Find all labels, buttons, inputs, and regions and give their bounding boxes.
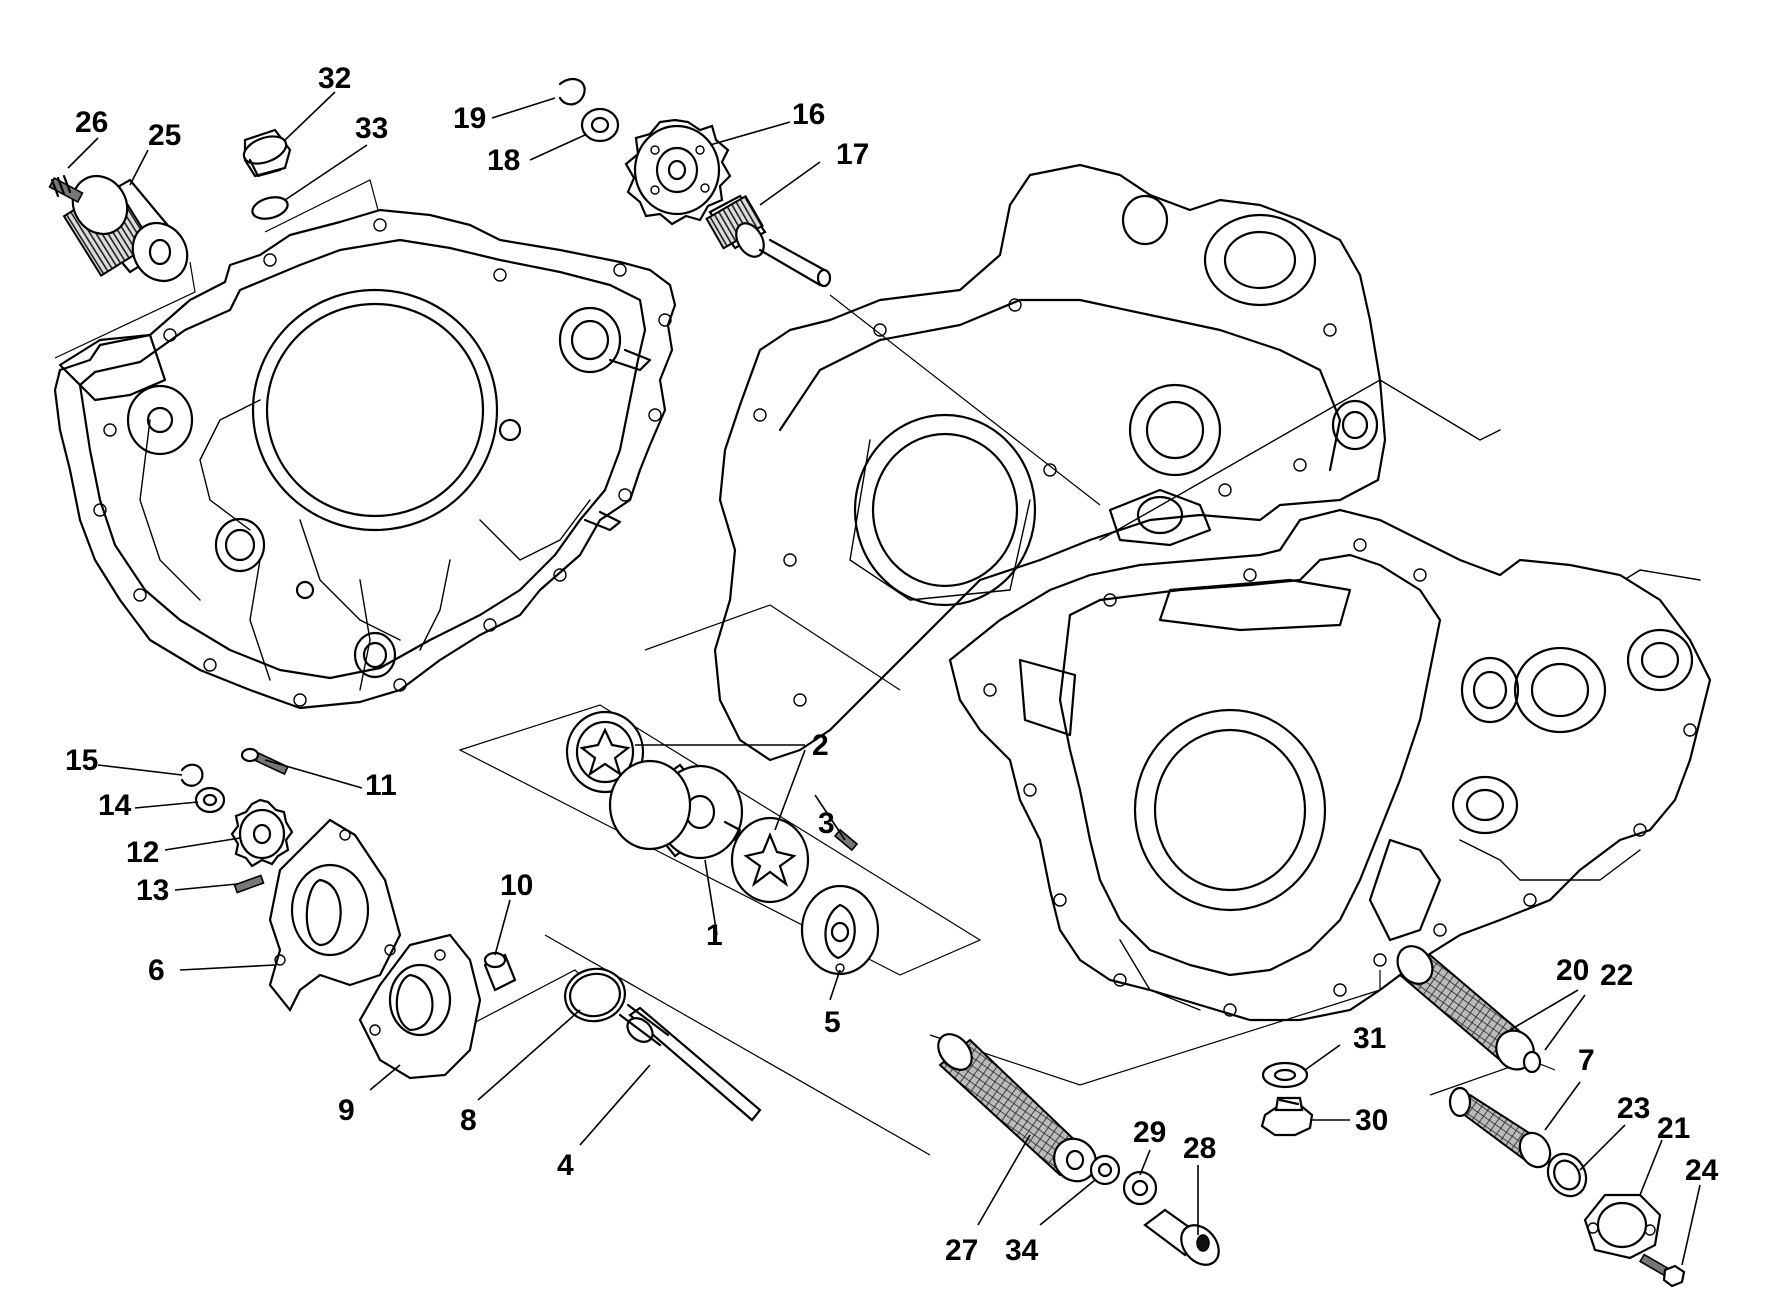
label-17: 17 — [836, 138, 869, 171]
pump-shaft-4 — [618, 1003, 762, 1122]
label-27: 27 — [945, 1234, 978, 1267]
clutch-side-cover — [53, 208, 677, 710]
label-15: 15 — [65, 744, 98, 777]
filter-bolt — [48, 174, 84, 204]
needle-bearing-17 — [705, 194, 832, 288]
label-21: 21 — [1657, 1112, 1690, 1145]
label-20: 20 — [1556, 954, 1589, 987]
pump-pin-3 — [833, 828, 859, 852]
washer-14 — [194, 786, 226, 814]
leader-lines — [67, 91, 1701, 1266]
label-2: 2 — [812, 729, 829, 762]
o-ring-23 — [1546, 1152, 1588, 1198]
label-32: 32 — [318, 62, 351, 95]
label-30: 30 — [1355, 1104, 1388, 1137]
dowel-10 — [483, 951, 517, 992]
circlip-15 — [180, 763, 204, 787]
label-4: 4 — [557, 1149, 574, 1182]
label-31: 31 — [1353, 1022, 1386, 1055]
o-ring-8 — [564, 967, 626, 1023]
screw-11 — [240, 747, 289, 776]
oil-filter — [62, 174, 189, 283]
label-1: 1 — [706, 919, 723, 952]
drain-plug-30 — [1260, 1096, 1314, 1137]
label-34: 34 — [1005, 1234, 1039, 1267]
label-11: 11 — [365, 769, 397, 802]
pump-cover-6 — [268, 818, 402, 1013]
o-ring-22 — [1522, 1050, 1542, 1074]
label-8: 8 — [460, 1104, 477, 1137]
drain-plug — [242, 128, 292, 178]
washer-29 — [1122, 1170, 1158, 1206]
label-22: 22 — [1600, 959, 1633, 992]
circlip-19 — [558, 77, 586, 106]
pump-plate-5 — [800, 884, 880, 976]
oil-screen-20 — [1396, 945, 1535, 1071]
pump-housing-1 — [608, 759, 744, 860]
label-16: 16 — [792, 98, 825, 131]
label-5: 5 — [824, 1006, 841, 1039]
label-6: 6 — [148, 954, 165, 987]
label-7: 7 — [1578, 1044, 1595, 1077]
gear-12 — [230, 798, 294, 868]
label-12: 12 — [126, 836, 159, 869]
pump-rotor-outer-2a — [565, 710, 645, 794]
pin-13 — [233, 874, 265, 894]
label-23: 23 — [1617, 1092, 1650, 1125]
part-number-labels: 26 25 32 33 19 18 16 17 2 3 1 5 15 11 14… — [65, 62, 1719, 1267]
screen-7 — [1448, 1086, 1552, 1169]
label-10: 10 — [500, 869, 533, 902]
label-3: 3 — [818, 807, 835, 840]
washer-34 — [1089, 1154, 1121, 1186]
plug-bolt-28 — [1143, 1208, 1220, 1266]
label-26: 26 — [75, 106, 108, 139]
label-24: 24 — [1685, 1154, 1719, 1187]
label-25: 25 — [148, 119, 181, 152]
sealing-washer-33 — [251, 196, 289, 220]
label-14: 14 — [98, 789, 132, 822]
gear-16 — [624, 118, 732, 226]
label-29: 29 — [1133, 1116, 1166, 1149]
pump-rotor-2b — [730, 816, 810, 904]
label-13: 13 — [136, 874, 169, 907]
cover-21 — [1583, 1193, 1662, 1260]
label-18: 18 — [487, 144, 520, 177]
label-28: 28 — [1183, 1132, 1216, 1165]
washer-18 — [580, 107, 620, 143]
washer-31 — [1261, 1061, 1309, 1089]
label-19: 19 — [453, 102, 486, 135]
crankcase-half-front — [948, 508, 1712, 1022]
label-9: 9 — [338, 1094, 355, 1127]
oil-screen-27 — [937, 1033, 1097, 1183]
bolt-24 — [1639, 1253, 1686, 1288]
pump-gasket-9 — [358, 933, 482, 1080]
label-33: 33 — [355, 112, 388, 145]
